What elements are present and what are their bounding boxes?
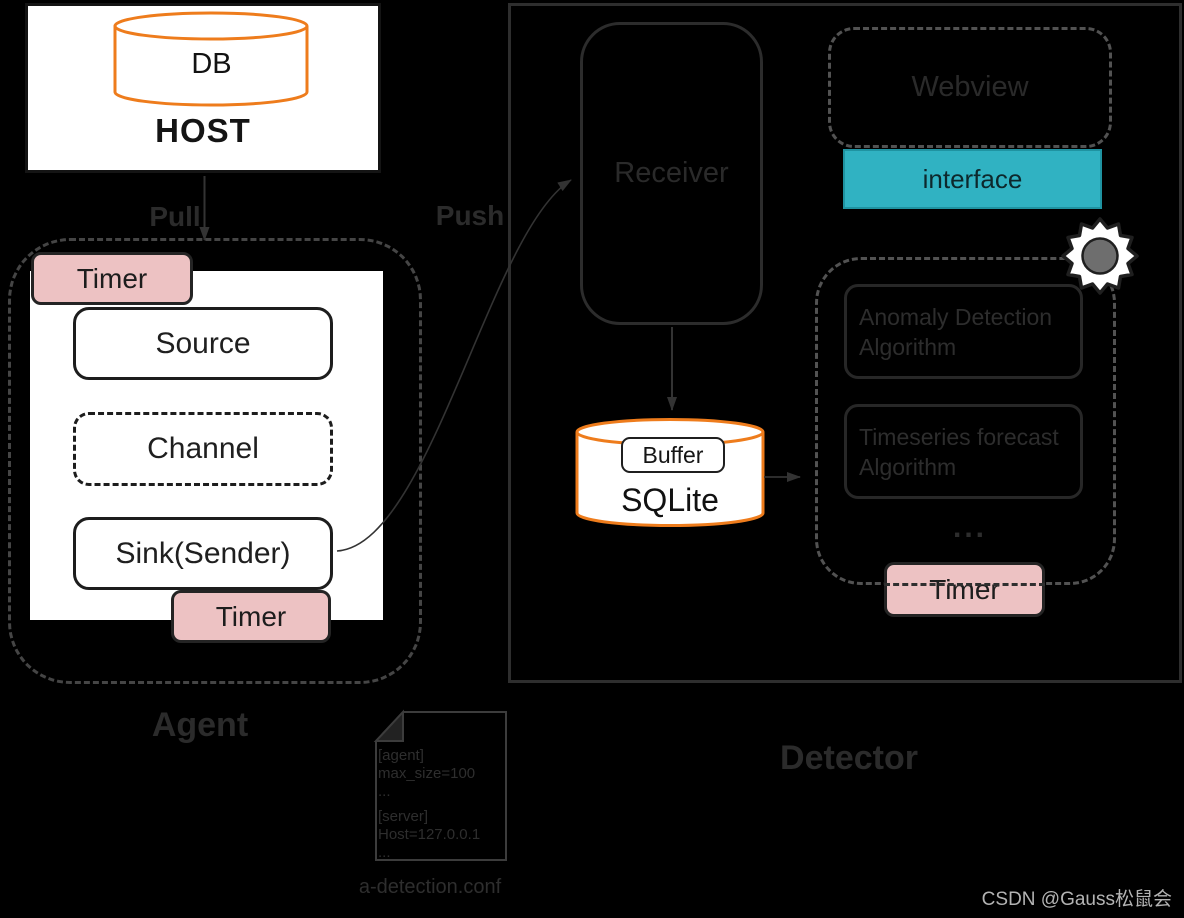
timeseries-forecast-algorithm-label: Timeseries forecast Algorithm: [859, 423, 1059, 480]
anomaly-detection-algorithm-box: Anomaly Detection Algorithm: [844, 284, 1083, 379]
pull-label: Pull: [149, 201, 201, 232]
webview-box: Webview: [828, 27, 1112, 148]
agent-label: Agent: [151, 706, 249, 744]
receiver-box: Receiver: [580, 22, 763, 325]
agent-timer-top-label: Timer: [76, 262, 148, 294]
config-line: ...: [378, 783, 391, 800]
anomaly-detection-algorithm-label: Anomaly Detection Algorithm: [859, 303, 1053, 360]
agent-timer-top-badge: Timer: [31, 252, 193, 305]
interface-label: interface: [922, 163, 1023, 194]
algorithms-container-bottom-dash: [884, 583, 1045, 586]
webview-label: Webview: [911, 71, 1029, 103]
config-line: ...: [378, 844, 391, 861]
agent-timer-bottom-label: Timer: [215, 600, 287, 632]
agent-timer-bottom-badge: Timer: [171, 590, 331, 643]
config-line: max_size=100: [378, 765, 476, 782]
source-box: Source: [73, 307, 333, 380]
channel-label: Channel: [147, 432, 259, 465]
source-label: Source: [155, 326, 251, 360]
config-file-content: [agent] max_size=100 ... [server] Host=1…: [378, 747, 504, 862]
config-filename: a-detection.conf: [358, 876, 502, 898]
sqlite-label: SQLite: [621, 482, 719, 518]
watermark: CSDN @Gauss松鼠会: [981, 889, 1172, 910]
more-algorithms-ellipsis: ...: [952, 510, 987, 544]
host-title: HOST: [155, 112, 251, 149]
config-line: [agent]: [378, 747, 424, 764]
buffer-box: Buffer: [621, 437, 725, 473]
detector-label: Detector: [780, 739, 918, 777]
push-label: Push: [435, 200, 505, 231]
buffer-label: Buffer: [642, 441, 704, 468]
interface-box: interface: [843, 149, 1102, 209]
config-line: Host=127.0.0.1: [378, 826, 481, 843]
timeseries-forecast-algorithm-box: Timeseries forecast Algorithm: [844, 404, 1083, 499]
sink-sender-box: Sink(Sender): [73, 517, 333, 590]
config-line: [server]: [378, 808, 429, 825]
detector-timer-badge: Timer: [884, 562, 1045, 617]
detector-timer-label: Timer: [929, 573, 1000, 605]
sink-sender-label: Sink(Sender): [115, 536, 291, 570]
receiver-label: Receiver: [614, 157, 729, 189]
channel-box: Channel: [73, 412, 333, 486]
db-label: DB: [191, 48, 232, 80]
